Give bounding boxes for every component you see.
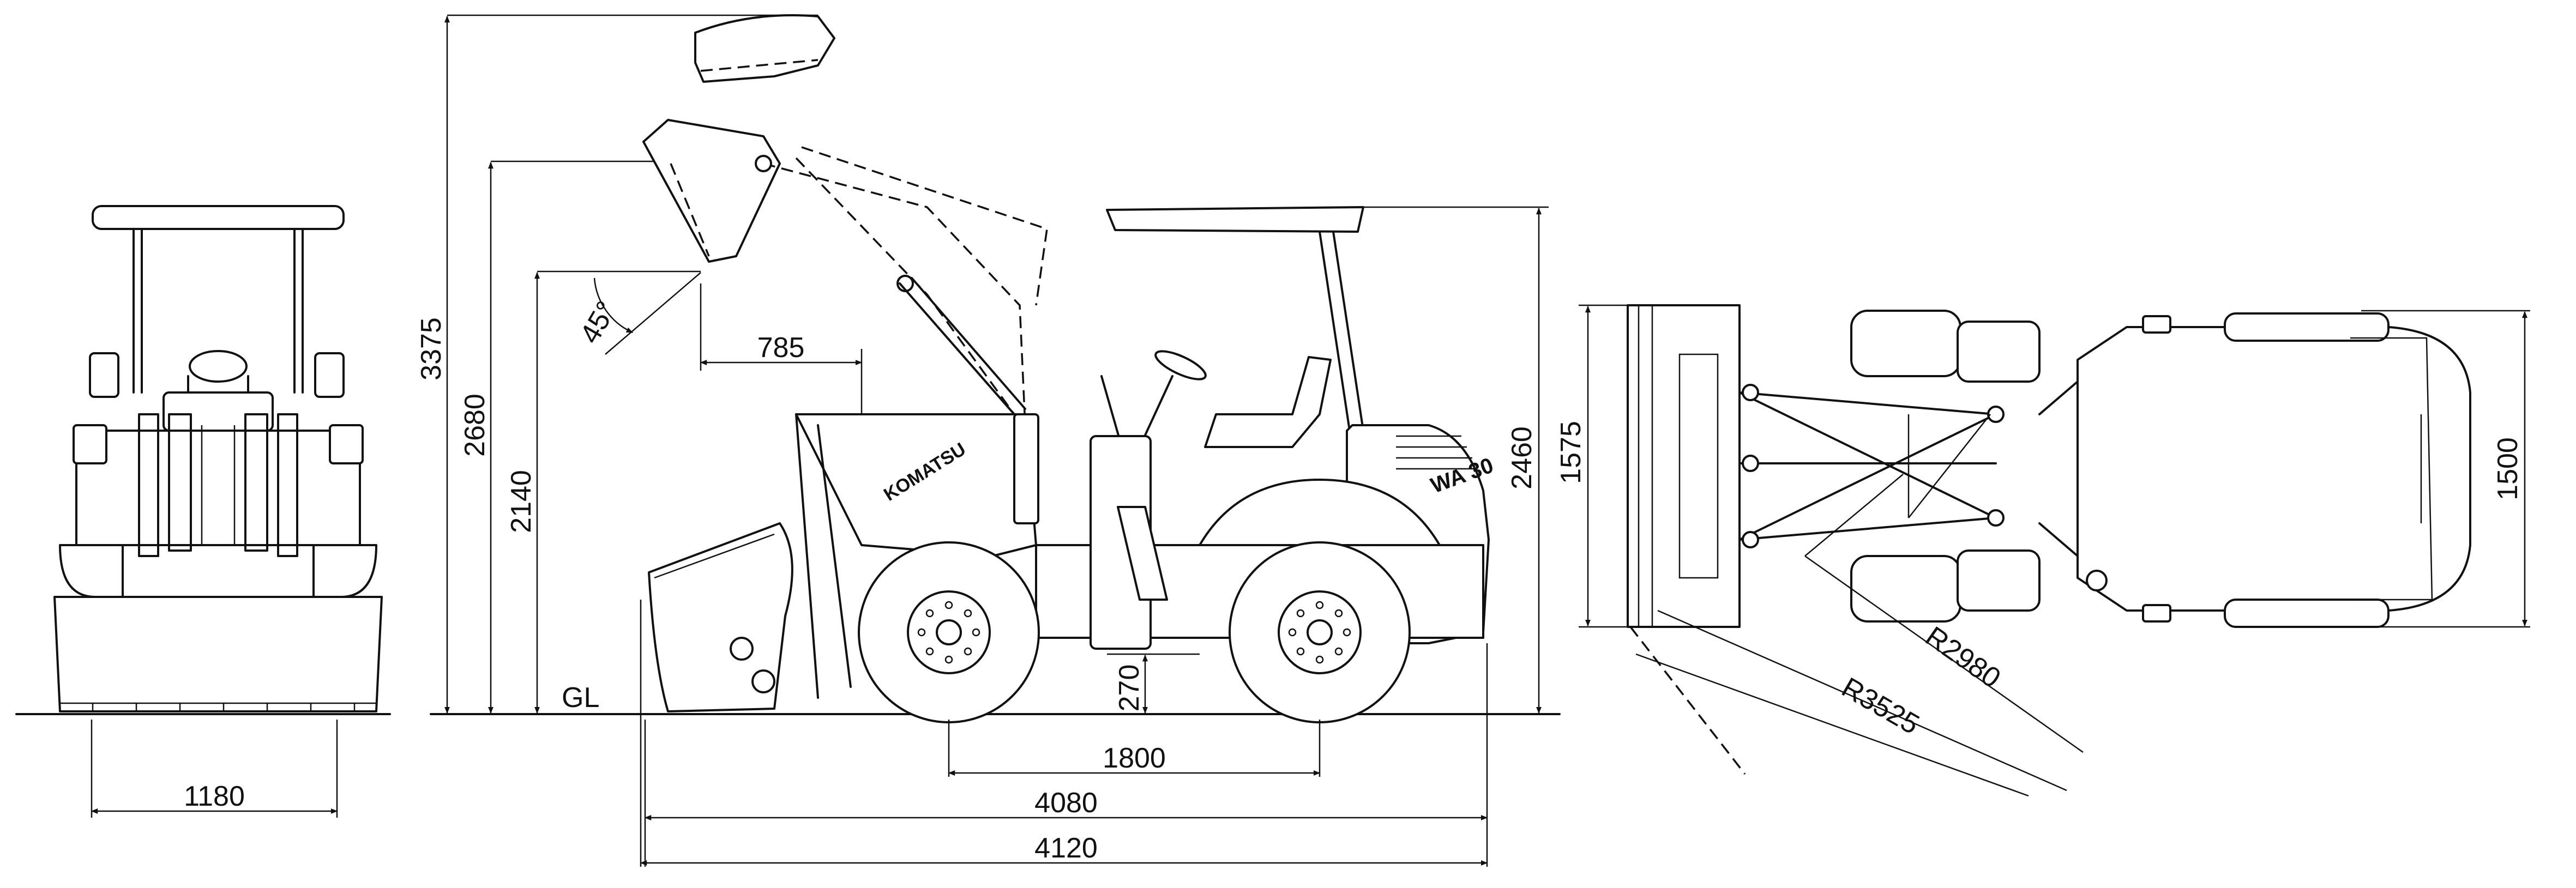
- dim-body-width: 1500: [2492, 437, 2524, 500]
- dim-canopy-height: 2460: [1506, 426, 1538, 490]
- front-view: 1180: [53, 205, 383, 818]
- top-front-tire-right: [1850, 555, 1961, 623]
- dim-dump-angle: 45°: [574, 296, 623, 349]
- dim-wheelbase: 1800: [1103, 742, 1166, 774]
- dim-length-overall: 4120: [1034, 832, 1098, 864]
- lowered-bucket: [648, 522, 793, 712]
- dim-turning-radius-inner: R2980: [1919, 620, 2006, 694]
- front-tire-left: [59, 544, 124, 598]
- front-mirror-left: [89, 352, 119, 398]
- top-bucket: [1627, 304, 1741, 628]
- dim-height-raised: 3375: [416, 317, 447, 380]
- front-mirror-right: [314, 352, 345, 398]
- loader-frame: [795, 413, 1037, 557]
- dim-ground-clearance: 270: [1114, 665, 1145, 712]
- side-view: 3375 2680 2140 45° 785: [416, 14, 1549, 867]
- dim-turning-radius-outer: R3525: [1837, 672, 1925, 741]
- dim-length-body: 4080: [1034, 787, 1098, 819]
- front-bucket: [53, 596, 383, 712]
- dumped-bucket: [642, 119, 781, 263]
- front-canopy-roof: [92, 205, 345, 230]
- dim-dump-reach: 785: [757, 332, 805, 364]
- top-front-tire-left: [1850, 310, 1961, 377]
- raised-lift-arm: [763, 162, 1026, 426]
- front-wheel: [858, 541, 1040, 723]
- front-tire-right: [312, 544, 377, 598]
- top-view: 1575: [1555, 304, 2530, 797]
- side-canopy-roof: [1106, 206, 1364, 233]
- dim-height-hinge: 2680: [459, 394, 491, 457]
- dim-bucket-width: 1575: [1555, 421, 1587, 484]
- top-rear-body: [2077, 326, 2471, 612]
- dim-track-width: 1180: [184, 781, 245, 812]
- ground-label: GL: [562, 682, 599, 714]
- raised-bucket-top: [694, 14, 835, 83]
- front-body: [75, 430, 361, 546]
- rear-wheel: [1229, 541, 1411, 723]
- dim-dump-clearance: 2140: [505, 470, 537, 533]
